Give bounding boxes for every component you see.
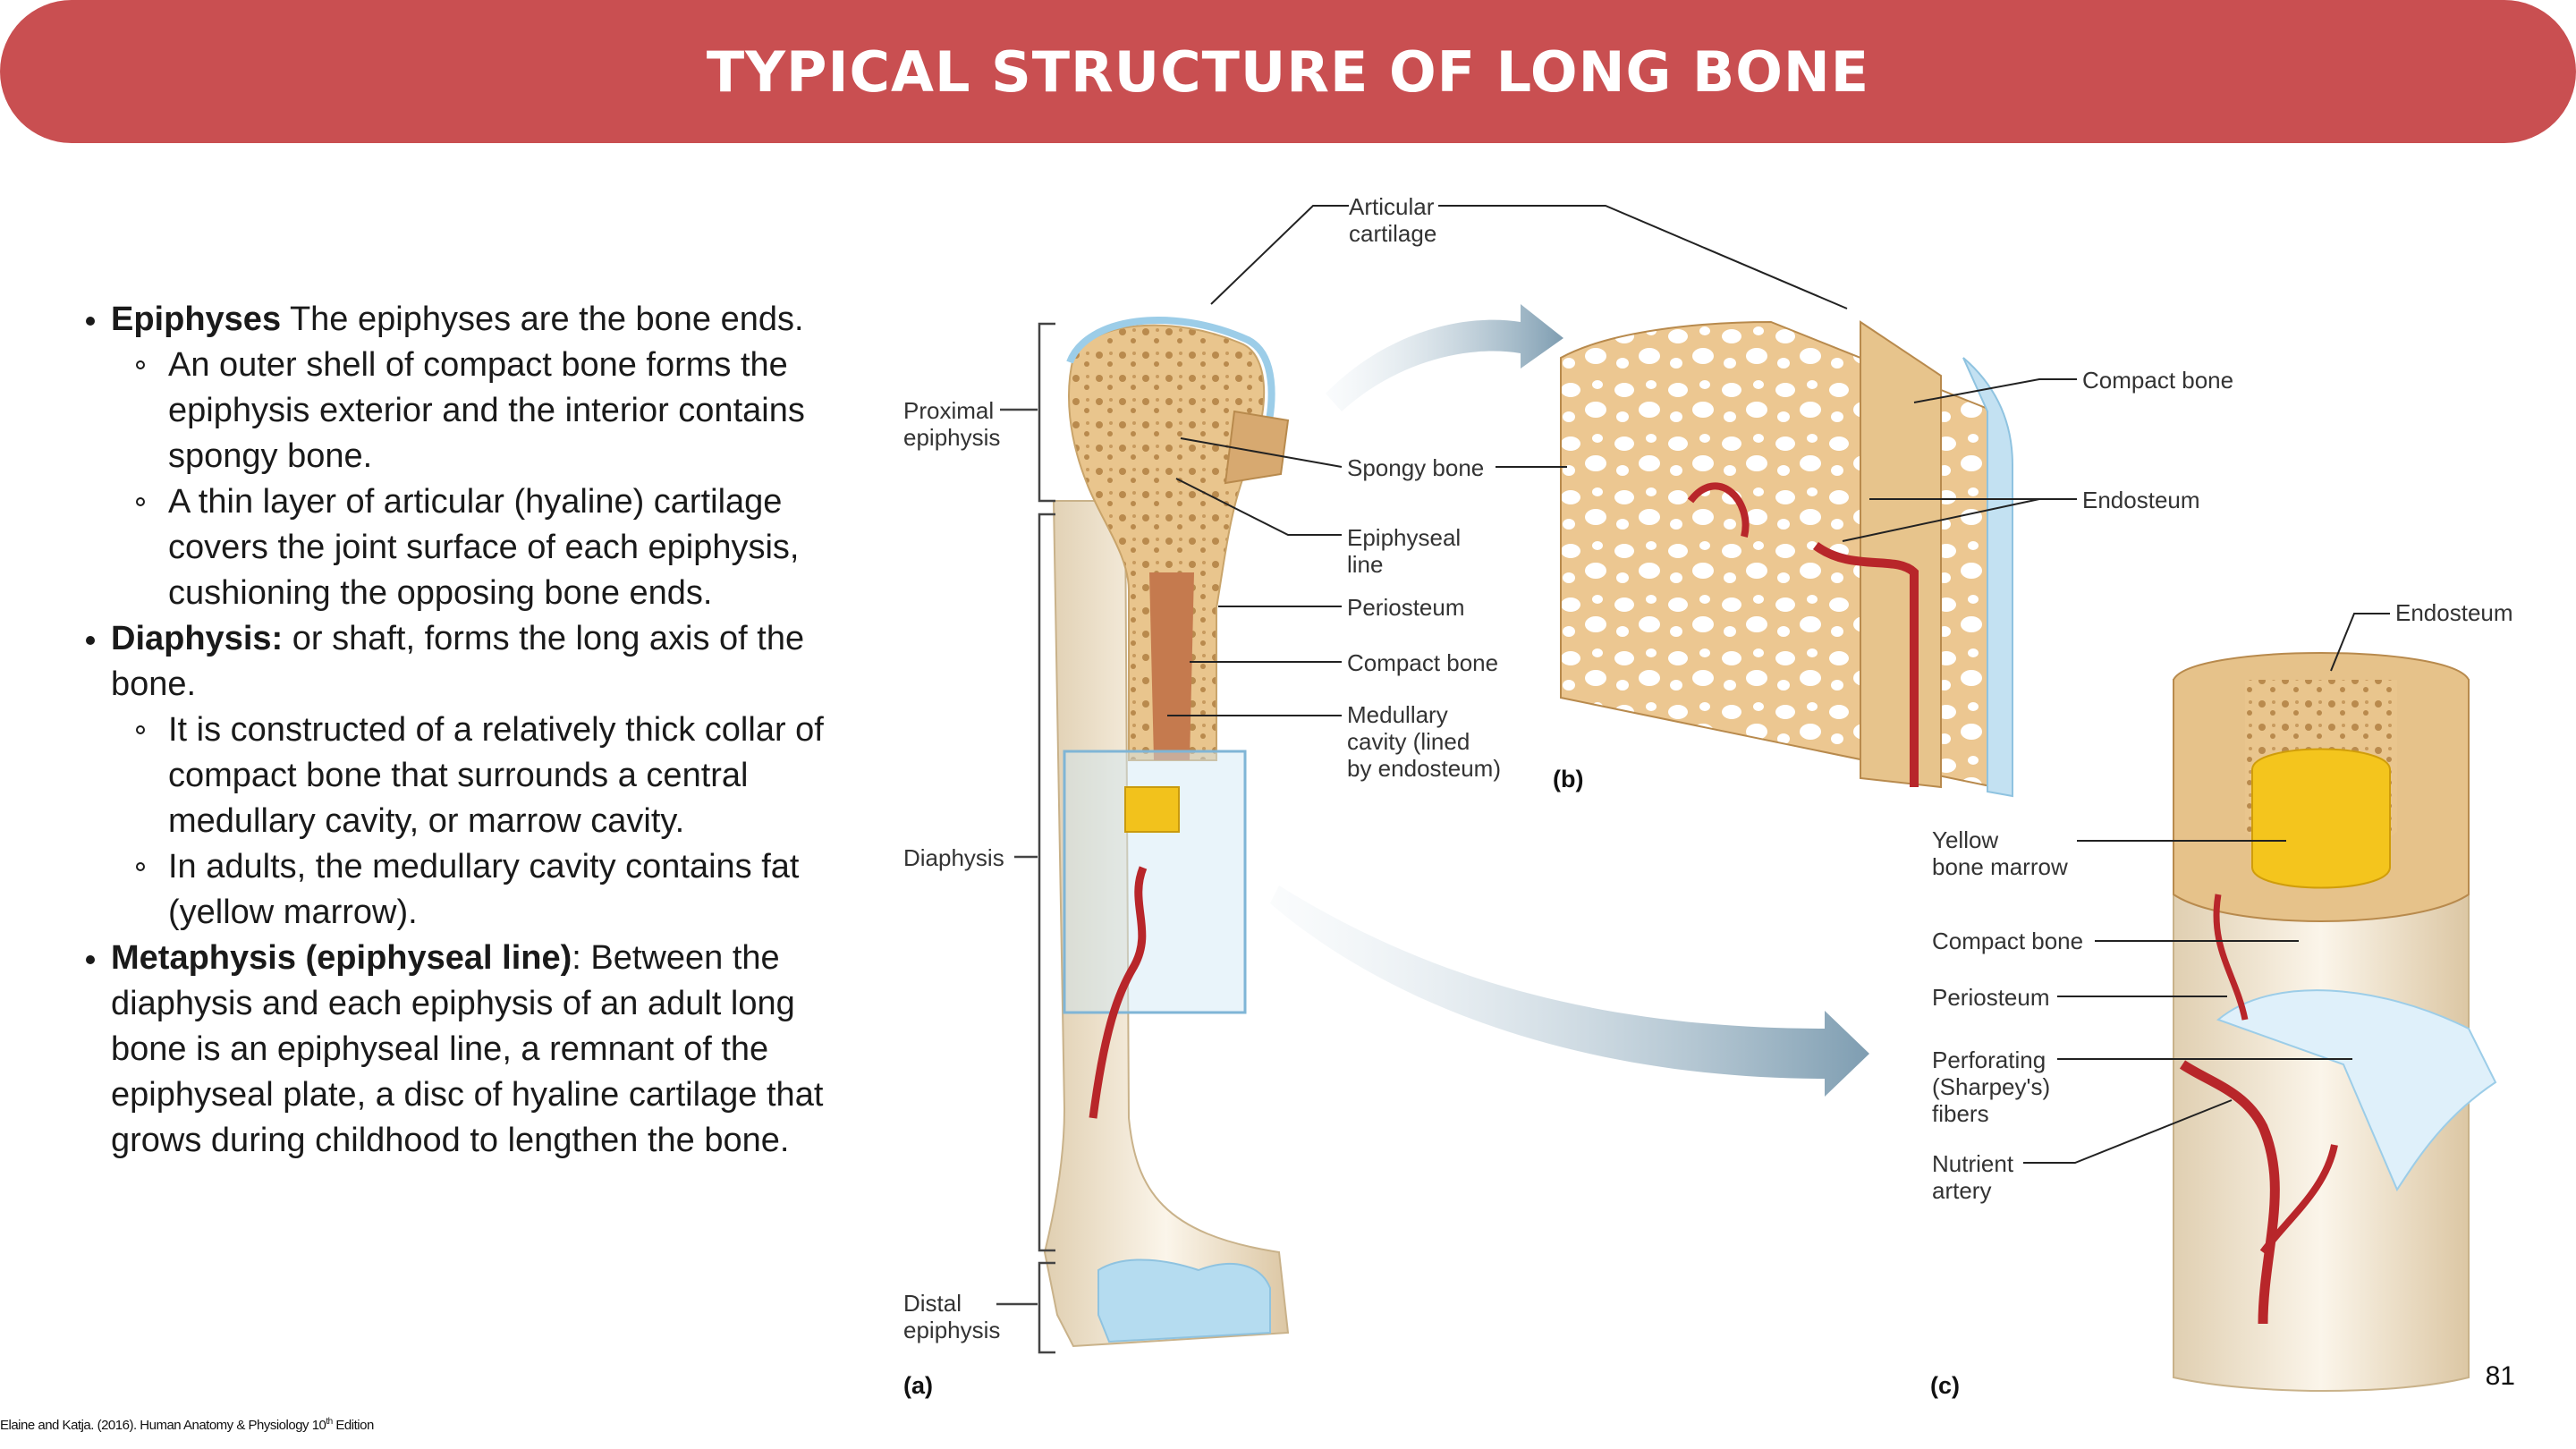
title-banner: TYPICAL STRUCTURE OF LONG BONE bbox=[0, 0, 2576, 143]
spongy-bone-detail bbox=[1560, 320, 2013, 798]
bullet-list: Epiphyses The epiphyses are the bone end… bbox=[86, 297, 846, 1164]
arrow-to-b bbox=[1326, 304, 1563, 411]
bullet-metaphysis: Metaphysis (epiphyseal line): Between th… bbox=[86, 936, 846, 1164]
notch bbox=[1224, 410, 1290, 485]
articular-cartilage-top bbox=[1066, 317, 1275, 449]
distal-bracket bbox=[1038, 1261, 1055, 1354]
label-b-compact-bone: Compact bone bbox=[2082, 367, 2233, 394]
label-c-periosteum: Periosteum bbox=[1932, 984, 2050, 1011]
periosteum-flap bbox=[2216, 989, 2497, 1192]
diaphysis-bracket bbox=[1038, 513, 1055, 1252]
whole-bone-illustration bbox=[1043, 317, 1290, 1348]
bullet-term: Epiphyses bbox=[111, 301, 282, 338]
bullet-diaphysis: Diaphysis: or shaft, forms the long axis… bbox=[86, 616, 846, 936]
blood-vessel-b bbox=[1813, 541, 1919, 787]
nutrient-artery-a bbox=[1089, 866, 1148, 1119]
bone-shaft bbox=[1043, 500, 1290, 1348]
bullet-term: Diaphysis: bbox=[111, 620, 284, 657]
leader-lines-c bbox=[2023, 613, 2390, 1164]
label-c-endosteum: Endosteum bbox=[2395, 599, 2513, 626]
label-spongy-bone: Spongy bone bbox=[1347, 454, 1484, 481]
bullet-epiphyses: Epiphyses The epiphyses are the bone end… bbox=[86, 297, 846, 616]
citation-sup: th bbox=[326, 1417, 333, 1427]
periosteum-strip bbox=[1962, 357, 2013, 798]
bullet-text: : Between the diaphysis and each epiphys… bbox=[111, 939, 824, 1159]
panel-label-a: (a) bbox=[903, 1372, 933, 1399]
label-perforating-fibers: Perforating(Sharpey's)fibers bbox=[1932, 1046, 2050, 1127]
panel-label-c: (c) bbox=[1930, 1372, 1960, 1399]
label-b-endosteum: Endosteum bbox=[2082, 487, 2200, 513]
distal-cartilage bbox=[1097, 1258, 1271, 1343]
leader-lines-a bbox=[1167, 205, 1848, 716]
sub-bullet: An outer shell of compact bone forms the… bbox=[111, 343, 846, 479]
citation-edition: Edition bbox=[332, 1418, 374, 1433]
nutrient-artery-c bbox=[2179, 1060, 2280, 1325]
bullet-term: Metaphysis (epiphyseal line) bbox=[111, 939, 572, 977]
leader-lines-b bbox=[1496, 378, 2077, 542]
arrow-to-c bbox=[1270, 886, 1869, 1097]
bullet-text: or shaft, forms the long axis of the bon… bbox=[111, 620, 805, 703]
bullet-text: The epiphyses are the bone ends. bbox=[281, 301, 804, 338]
sub-bullet: In adults, the medullary cavity contains… bbox=[111, 844, 846, 936]
citation-text: Elaine and Katja. (2016). Human Anatomy … bbox=[0, 1418, 326, 1433]
label-periosteum: Periosteum bbox=[1347, 594, 1465, 621]
yellow-marrow-small bbox=[1124, 786, 1180, 833]
yellow-marrow-plug bbox=[2251, 748, 2391, 889]
label-compact-bone: Compact bone bbox=[1347, 649, 1498, 676]
blood-vessel-b2 bbox=[1687, 482, 1750, 538]
page-title: TYPICAL STRUCTURE OF LONG BONE bbox=[706, 38, 1870, 105]
proximal-bracket bbox=[1038, 322, 1055, 503]
label-c-compact-bone: Compact bone bbox=[1932, 928, 2083, 954]
page-number: 81 bbox=[2485, 1361, 2515, 1391]
nutrient-artery-c3 bbox=[2213, 894, 2249, 1021]
compact-strip bbox=[1860, 320, 1942, 789]
proximal-epiphysis-shape bbox=[1068, 324, 1266, 761]
sub-bullet: A thin layer of articular (hyaline) cart… bbox=[111, 479, 846, 616]
nutrient-artery-c2 bbox=[2259, 1144, 2338, 1255]
region-brackets bbox=[996, 322, 1055, 1354]
label-diaphysis: Diaphysis bbox=[903, 844, 1004, 871]
source-citation: Elaine and Katja. (2016). Human Anatomy … bbox=[0, 1417, 374, 1433]
sub-bullet: It is constructed of a relatively thick … bbox=[111, 708, 846, 844]
panel-label-b: (b) bbox=[1553, 766, 1583, 792]
cross-section-detail bbox=[2173, 652, 2497, 1392]
medullary-cavity-shape bbox=[1149, 572, 1194, 760]
